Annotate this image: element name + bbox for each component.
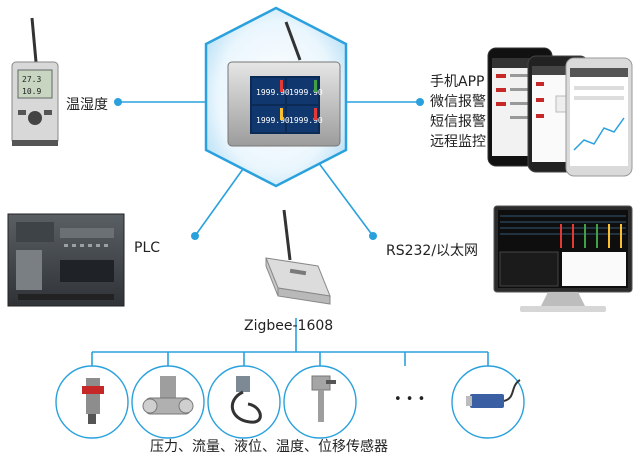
touch-screen-recorder: 1999.90 1999.90 1999.90 1999.90 [227, 21, 341, 147]
mobile-app-phones [487, 47, 633, 177]
svg-text:10.9: 10.9 [22, 87, 41, 96]
sensor-circles [55, 365, 525, 439]
displacement-sensor-icon [466, 379, 521, 408]
screen-value-2: 1999.90 [289, 88, 323, 97]
level-sensor-icon [230, 376, 262, 424]
temp-humidity-label: 温湿度 [66, 97, 108, 113]
remote-functions-list: 手机APP 微信报警 短信报警 远程监控 [430, 74, 510, 150]
sensors-caption: 压力、流量、液位、温度、位移传感器 [150, 439, 388, 455]
plc-device [7, 213, 125, 307]
wechat-alarm-label: 微信报警 [430, 94, 486, 110]
sms-alarm-label: 短信报警 [430, 114, 486, 130]
screen-value-4: 1999.90 [289, 116, 323, 125]
plc-label: PLC [134, 240, 161, 256]
monitor-device [493, 205, 633, 312]
rs232-ethernet-label: RS232/以太网 [386, 243, 479, 259]
temperature-sensor-icon [311, 375, 336, 422]
connector-dots [114, 98, 424, 240]
temp-humidity-device: 27.3 10.9 [11, 17, 59, 146]
screen-value-1: 1999.90 [256, 88, 290, 97]
screen-value-3: 1999.90 [256, 116, 290, 125]
flow-sensor-icon [142, 376, 194, 415]
zigbee-module [265, 209, 331, 305]
mobile-app-label: 手机APP [430, 74, 485, 90]
zigbee-label: Zigbee-1608 [244, 318, 334, 334]
svg-text:27.3: 27.3 [22, 75, 41, 84]
ellipsis-label: • • • [394, 392, 426, 407]
remote-monitoring-label: 远程监控 [430, 134, 486, 150]
pressure-sensor-icon [82, 378, 104, 424]
connector-lines [91, 101, 489, 366]
